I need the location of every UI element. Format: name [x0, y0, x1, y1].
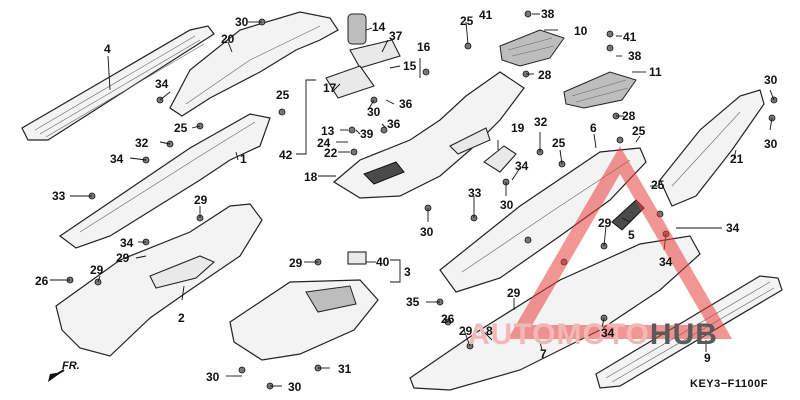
callout-40: 40: [376, 255, 390, 269]
part-19-bracket: [483, 145, 517, 173]
callout-34-g: 34: [601, 326, 615, 340]
callout-17: 17: [323, 81, 337, 95]
callout-32-b: 32: [534, 115, 548, 129]
callout-25-d: 25: [552, 136, 566, 150]
callout-38-b: 38: [628, 49, 642, 63]
callout-19: 19: [511, 121, 525, 135]
part-14-key-cylinder: [347, 13, 367, 45]
callout-33-a: 33: [52, 189, 66, 203]
callout-22: 22: [324, 146, 338, 160]
callout-30-c: 30: [764, 73, 778, 87]
part-4-floor-mat: [21, 25, 215, 141]
callout-14: 14: [372, 20, 386, 34]
callout-34-e: 34: [726, 221, 740, 235]
callout-4: 4: [104, 42, 111, 56]
part-1-left-rail: [58, 113, 271, 249]
callout-11: 11: [649, 65, 662, 79]
callout-15: 15: [403, 59, 417, 73]
callout-30-f: 30: [500, 198, 514, 212]
callout-29-b: 29: [116, 251, 130, 265]
callout-9: 9: [704, 351, 711, 365]
leader-lines: [50, 13, 775, 387]
callout-1: 1: [240, 152, 247, 166]
callout-34-d: 34: [515, 159, 529, 173]
callout-29-a: 29: [194, 193, 208, 207]
callout-39: 39: [360, 127, 374, 141]
callout-35: 35: [406, 295, 420, 309]
callout-41-a: 41: [479, 8, 493, 22]
callout-25-f: 25: [651, 178, 665, 192]
callout-25-c: 25: [276, 88, 290, 102]
callout-6: 6: [590, 121, 597, 135]
callout-37: 37: [389, 29, 403, 43]
callout-29-c: 29: [90, 263, 104, 277]
watermark-part1: AUTO: [468, 318, 557, 351]
part-2-lower-cover: [55, 203, 263, 357]
callout-38-a: 38: [541, 7, 555, 21]
watermark-part3: HUB: [649, 318, 718, 351]
callout-26-a: 26: [35, 274, 49, 288]
callout-20: 20: [221, 32, 235, 46]
part-3-floor-tray: [229, 279, 379, 361]
callout-5: 5: [628, 228, 635, 242]
watermark-part2: MOTO: [556, 318, 650, 351]
callout-28-b: 28: [622, 109, 636, 123]
callout-18: 18: [304, 170, 318, 184]
callout-31: 31: [338, 362, 352, 376]
callout-33-b: 33: [468, 186, 482, 200]
callout-29-f: 29: [507, 286, 521, 300]
callout-30-d: 30: [764, 137, 778, 151]
callout-26-b: 26: [441, 312, 455, 326]
callout-30-h: 30: [288, 380, 302, 394]
part-17-lid: [325, 65, 375, 99]
callout-36-a: 36: [399, 97, 413, 111]
callout-30-e: 30: [420, 225, 434, 239]
callout-32-a: 32: [135, 136, 149, 150]
callout-10: 10: [574, 24, 588, 38]
callout-7: 7: [540, 347, 547, 361]
callout-34-c: 34: [120, 236, 134, 250]
callout-30-g: 30: [206, 370, 220, 384]
watermark-text: AUTOMOTOHUB: [468, 318, 718, 352]
callout-2: 2: [178, 311, 185, 325]
front-direction-arrow: [48, 369, 65, 382]
callout-34-f: 34: [659, 255, 673, 269]
callout-36-b: 36: [387, 117, 401, 131]
callout-13: 13: [321, 124, 335, 138]
part-10-step-pad: [499, 29, 565, 67]
watermark-triangle: [507, 146, 733, 339]
callout-29-d: 29: [598, 216, 612, 230]
callout-34-a: 34: [155, 77, 169, 91]
part-11-step-pad: [563, 71, 637, 109]
callout-3: 3: [404, 265, 411, 279]
part-40-label: [347, 251, 367, 265]
callout-25-a: 25: [460, 14, 474, 28]
callout-41-b: 41: [623, 30, 637, 44]
diagram-reference-code: KEY3−F1100F: [690, 378, 768, 390]
front-direction-label: FR.: [62, 360, 80, 372]
callout-28-a: 28: [538, 68, 552, 82]
callout-29-e: 29: [289, 256, 303, 270]
part-21-right-rail: [659, 89, 765, 207]
callout-25-e: 25: [632, 124, 646, 138]
callout-16: 16: [417, 40, 431, 54]
callout-30-a: 30: [235, 15, 249, 29]
callout-30-b: 30: [367, 105, 381, 119]
callout-24: 24: [317, 136, 331, 150]
callout-34-b: 34: [110, 152, 124, 166]
callout-25-b: 25: [174, 121, 188, 135]
callout-29-g: 29: [459, 324, 473, 338]
callout-8: 8: [486, 324, 493, 338]
part-18-leg-shield: [332, 71, 525, 199]
part-37-bracket: [349, 39, 401, 69]
callout-42: 42: [279, 148, 293, 162]
callout-21: 21: [730, 152, 744, 166]
part-20-frame-cover: [169, 11, 339, 117]
